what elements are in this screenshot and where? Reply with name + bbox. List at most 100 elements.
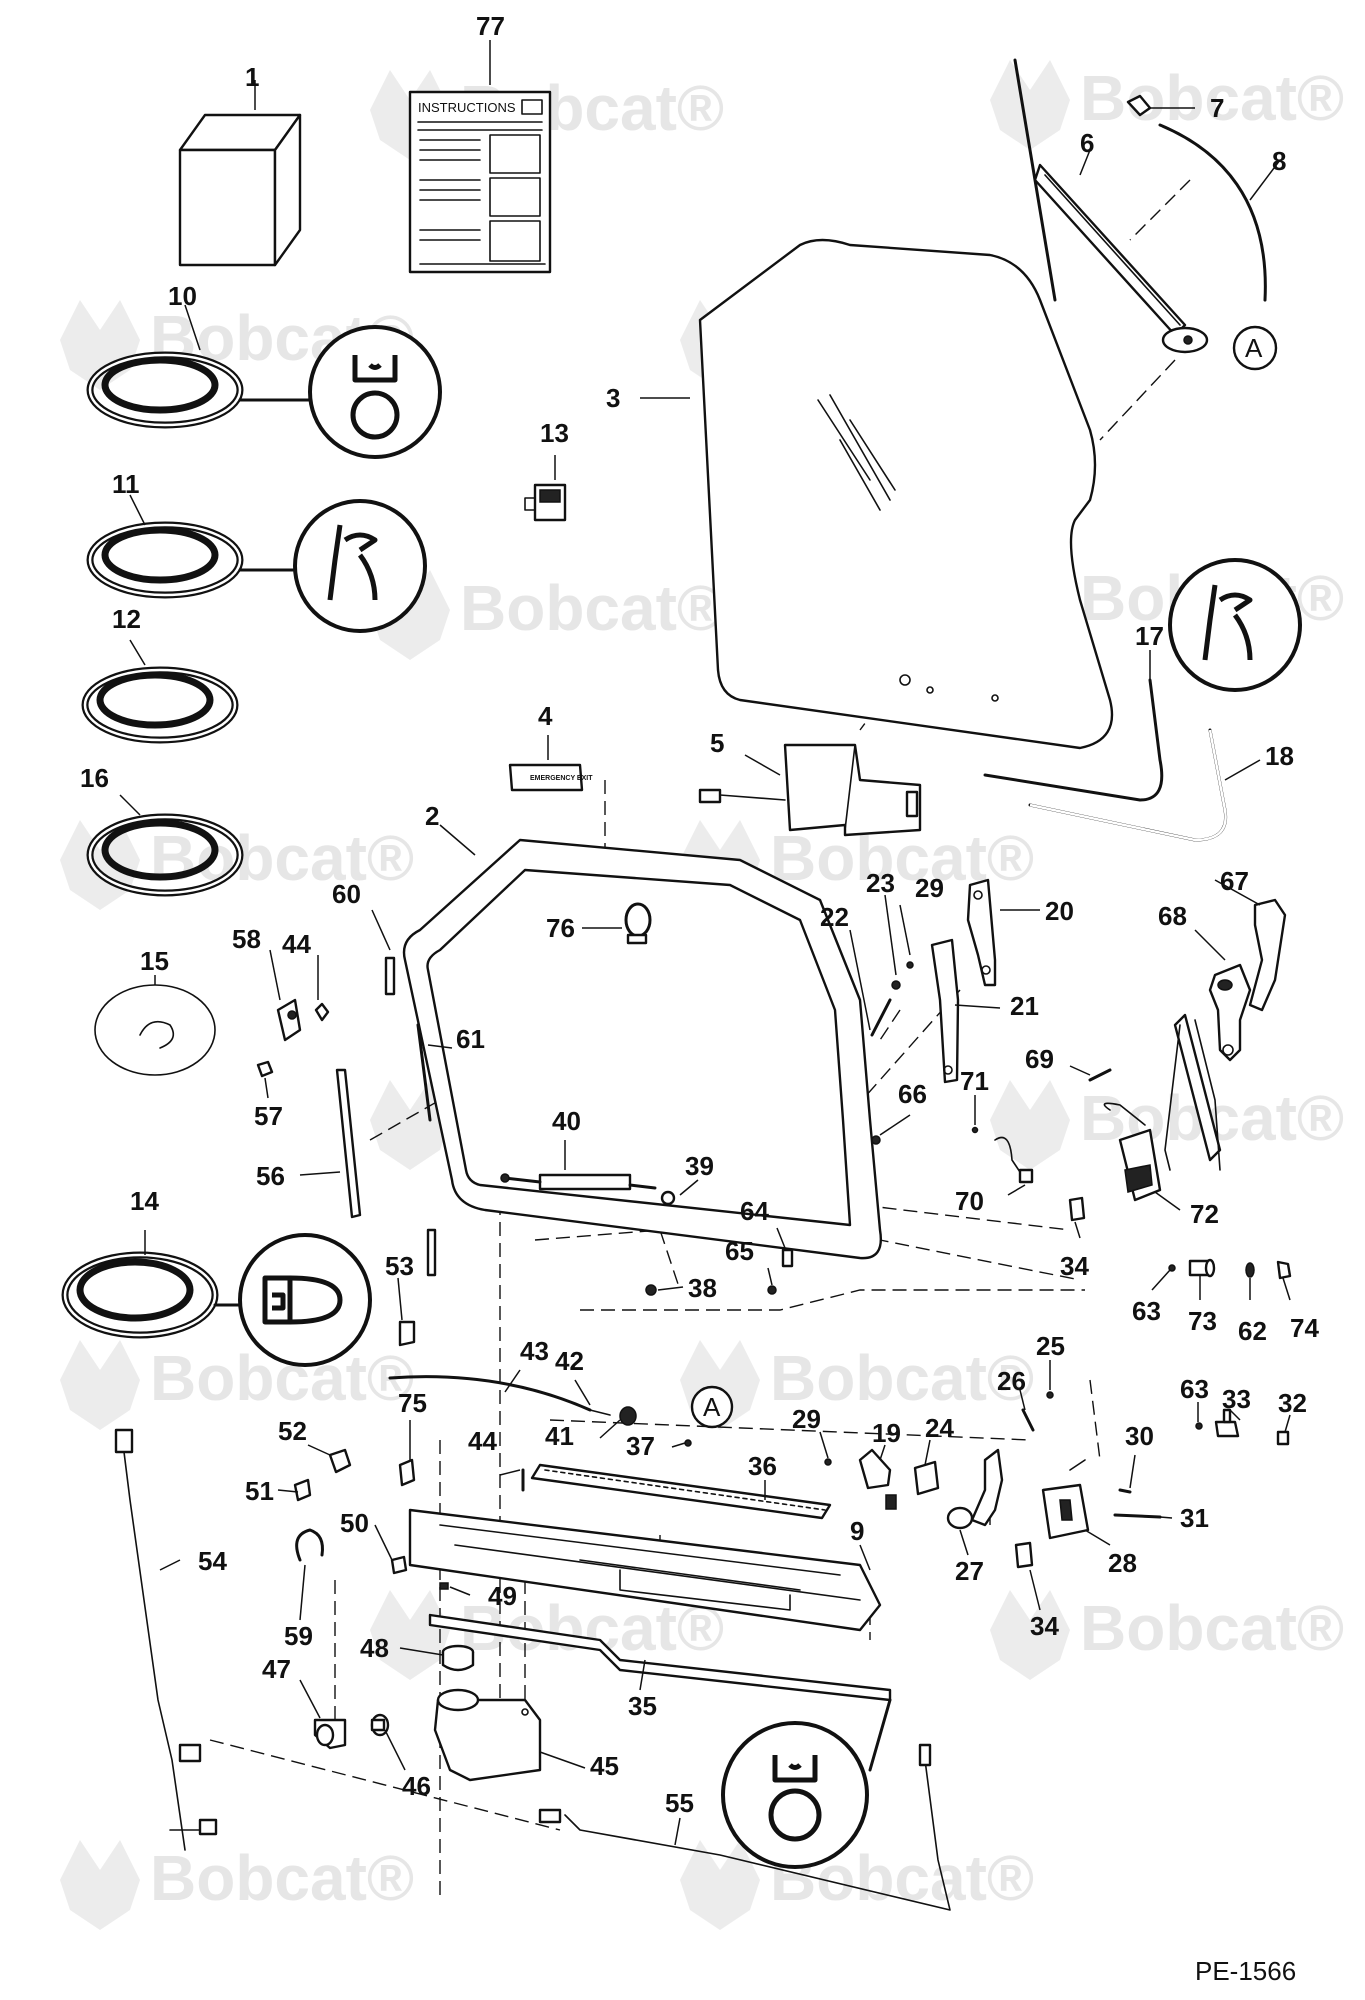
callout-number: 39	[685, 1151, 714, 1181]
part-24-plate	[913, 1460, 940, 1496]
part-51-fitting	[293, 1478, 312, 1502]
callout-number: 9	[850, 1516, 864, 1546]
part-47-elbow	[313, 1718, 347, 1750]
callout-number: 8	[1272, 146, 1286, 176]
watermark-12: Bobcat®	[680, 1340, 1034, 1430]
part-22-screw	[870, 998, 892, 1037]
part-19-bracket	[858, 1448, 897, 1510]
part-74-nut	[1276, 1260, 1292, 1280]
part-34-lower-bumper	[1014, 1541, 1034, 1569]
part-30-bolt	[1118, 1488, 1132, 1494]
callout-number: 21	[1010, 991, 1039, 1021]
part-59-hose	[295, 1528, 324, 1562]
bobcat-logo-icon	[990, 1590, 1070, 1680]
callout-number: 4	[538, 701, 553, 731]
seal-coil-14	[61, 1251, 240, 1339]
callout-number: 16	[80, 763, 109, 793]
callout-number: 53	[385, 1251, 414, 1281]
reference-letter: A	[703, 1392, 721, 1422]
part-44-screw	[314, 1002, 330, 1022]
callout-number: 47	[262, 1654, 291, 1684]
part-69-screw	[1088, 1068, 1112, 1082]
part-36-mesh	[530, 1463, 832, 1520]
part-31-bolt	[1113, 1513, 1162, 1519]
callout-number: 70	[955, 1186, 984, 1216]
callout-number: 14	[130, 1186, 159, 1216]
callout-number: 45	[590, 1751, 619, 1781]
part-53-block	[398, 1320, 416, 1347]
callout-number: 6	[1080, 128, 1094, 158]
part-1-box	[178, 113, 302, 267]
part-63-washer	[1168, 1264, 1176, 1272]
part-57-nut	[256, 1060, 274, 1078]
callout-number: 41	[545, 1421, 574, 1451]
part-8-hose	[1158, 123, 1267, 302]
watermark-11: Bobcat®	[60, 1340, 414, 1430]
reference-a-lower: A	[690, 1385, 734, 1429]
callout-number: 32	[1278, 1388, 1307, 1418]
callout-number: 46	[402, 1771, 431, 1801]
watermark-text: Bobcat®	[770, 1342, 1034, 1414]
watermark-text: Bobcat®	[1080, 62, 1344, 134]
part-15-coil	[94, 984, 216, 1076]
callout-number: 48	[360, 1633, 389, 1663]
bobcat-logo-icon	[680, 1840, 760, 1930]
bobcat-logo-icon	[60, 1840, 140, 1930]
watermark-2: Bobcat®	[990, 60, 1344, 150]
part-67-handle	[1248, 898, 1287, 1012]
part-21-handle	[930, 938, 960, 1084]
part-18-seal	[1028, 728, 1228, 842]
part-48-cap	[441, 1644, 475, 1672]
callout-number: 75	[398, 1388, 427, 1418]
watermark-text: Bobcat®	[150, 822, 414, 894]
callout-number: 13	[540, 418, 569, 448]
leader-lines	[119, 40, 1291, 1846]
callout-number: 51	[245, 1476, 274, 1506]
callout-number: 36	[748, 1451, 777, 1481]
callout-number: 71	[960, 1066, 989, 1096]
part-55-harness	[538, 1743, 951, 1911]
callout-number: 28	[1108, 1548, 1137, 1578]
part-56-strip	[335, 1068, 362, 1219]
part-61-strip	[416, 1023, 432, 1122]
instructions-sheet	[408, 90, 552, 274]
callout-number: 33	[1222, 1384, 1251, 1414]
part-63-lower-washer	[1195, 1422, 1203, 1430]
callout-number: 50	[340, 1508, 369, 1538]
callout-number: 20	[1045, 896, 1074, 926]
callout-number: 61	[456, 1024, 485, 1054]
callout-number: 24	[925, 1413, 954, 1443]
callout-number: 64	[740, 1196, 769, 1226]
drawing-number: PE-1566	[1195, 1956, 1296, 1986]
callout-number: 54	[198, 1546, 227, 1576]
part-72-latch	[1103, 1102, 1162, 1202]
door-channel	[1164, 1013, 1222, 1171]
callout-number: 29	[915, 873, 944, 903]
callout-number: 17	[1135, 621, 1164, 651]
part-33-pin	[1214, 1408, 1240, 1438]
parts: INSTRUCTIONS	[61, 58, 1302, 1911]
bobcat-logo-icon	[370, 1590, 450, 1680]
part-73-bushing	[1188, 1258, 1216, 1278]
callout-number: 7	[1210, 93, 1224, 123]
callout-number: 57	[254, 1101, 283, 1131]
bobcat-logo-icon	[990, 1080, 1070, 1170]
callout-number: 30	[1125, 1421, 1154, 1451]
callout-number: 38	[688, 1273, 717, 1303]
callout-number: 63	[1180, 1374, 1209, 1404]
part-6-wiper	[1013, 58, 1209, 354]
seal-profile-11	[293, 499, 427, 633]
instructions-title: INSTRUCTIONS	[418, 100, 516, 115]
part-70-spring	[994, 1136, 1034, 1184]
seal-profile-14	[238, 1233, 372, 1367]
callout-number: 35	[628, 1691, 657, 1721]
part-71-bolt	[971, 1126, 979, 1134]
part-62-washer	[1245, 1262, 1255, 1278]
callout-labels: 77 1 7 6 8 10 3 11 13 12 17 18 4 5 16 2 …	[80, 11, 1319, 1818]
part-52-grommet	[328, 1448, 352, 1474]
seal-profile-18	[1168, 558, 1302, 692]
callout-number: 5	[710, 728, 724, 758]
part-77-instructions: INSTRUCTIONS	[408, 90, 552, 274]
callout-number: 44	[282, 929, 311, 959]
